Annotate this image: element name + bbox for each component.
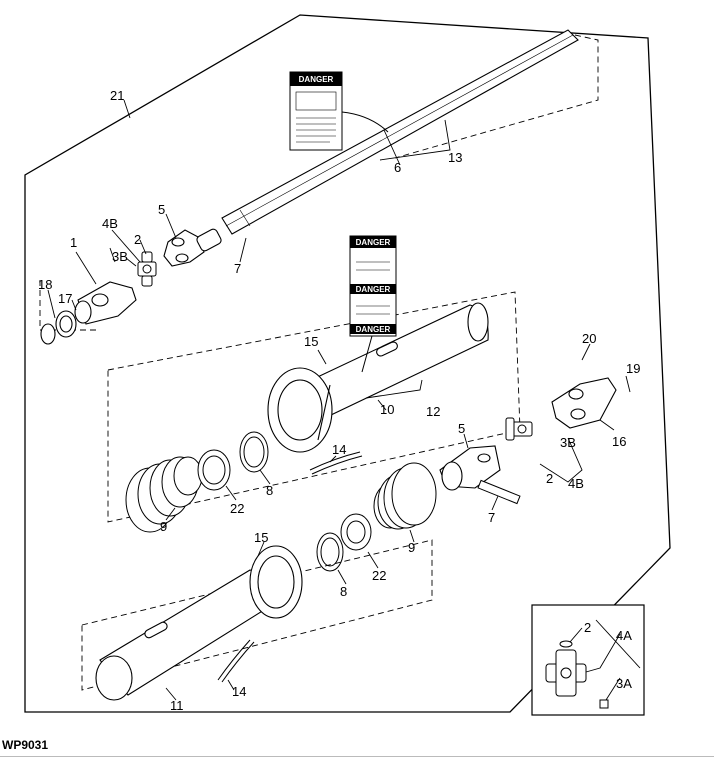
decal-heading: DANGER (356, 285, 391, 294)
danger-decal-shaft: DANGER (289, 71, 389, 151)
callout-1: 1 (70, 235, 77, 250)
leader-lines (47, 99, 641, 701)
callout-11: 11 (170, 698, 184, 713)
callout-8-bot: 8 (340, 584, 347, 599)
shaft-yoke-right (439, 445, 501, 491)
callout-22-top: 22 (230, 501, 244, 516)
bearing-ring-bottom (340, 513, 372, 551)
pin-7-right (477, 479, 521, 505)
callout-18: 18 (38, 277, 52, 292)
bearing-ring-top (197, 449, 231, 491)
callout-13: 13 (448, 150, 462, 165)
callout-22-bot: 22 (372, 568, 386, 583)
safety-chain-mid (309, 451, 363, 475)
decal-heading: DANGER (356, 325, 391, 334)
callout-15-bot: 15 (254, 530, 268, 545)
callout-3a: 3A (616, 676, 632, 691)
callout-14-mid: 14 (332, 442, 346, 457)
callout-5-mid: 5 (458, 421, 465, 436)
callout-9-bot: 9 (408, 540, 415, 555)
implement-yoke (551, 377, 617, 429)
yoke-group-outline (39, 280, 100, 331)
callout-15-top: 15 (304, 334, 318, 349)
safety-chain-bottom (217, 639, 255, 683)
callout-14-bot: 14 (232, 684, 246, 699)
shaft-yoke (163, 228, 222, 267)
callout-19: 19 (626, 361, 640, 376)
bottom-divider (0, 756, 714, 757)
inset-box (531, 604, 645, 716)
shaft-group-outline (394, 34, 599, 159)
bellows-top (125, 456, 203, 533)
decal-heading: DANGER (299, 75, 334, 84)
callout-2-inset: 2 (584, 620, 591, 635)
callout-21: 21 (110, 88, 124, 103)
assembly-outline (24, 14, 671, 713)
callout-12: 12 (426, 404, 440, 419)
clamp-top (239, 431, 269, 473)
cross-bearing-right (505, 417, 533, 441)
figure-code: WP9031 (2, 738, 49, 752)
tractor-yoke (40, 281, 137, 345)
callout-20: 20 (582, 331, 596, 346)
callout-6: 6 (394, 160, 401, 175)
callout-2-right: 2 (546, 471, 553, 486)
danger-decal-shield: DANGER DANGER DANGER (349, 235, 397, 373)
clamp-bottom (316, 532, 344, 572)
callout-3b-top: 3B (112, 249, 128, 264)
callout-8-top: 8 (266, 483, 273, 498)
callout-10: 10 (380, 402, 394, 417)
cross-bearing-top (137, 251, 157, 287)
callout-4a: 4A (616, 628, 632, 643)
callout-5-top: 5 (158, 202, 165, 217)
decal-heading: DANGER (356, 238, 391, 247)
callout-9-top: 9 (160, 519, 167, 534)
callout-3b-right: 3B (560, 435, 576, 450)
callout-16: 16 (612, 434, 626, 449)
bellows-bottom (373, 462, 437, 530)
callout-4b-right: 4B (568, 476, 584, 491)
inner-shield-group-outline (81, 539, 433, 691)
callout-4b-top: 4B (102, 216, 118, 231)
outer-shield-tube (267, 302, 489, 453)
callout-7-top: 7 (234, 261, 241, 276)
grease-fitting-inset (599, 699, 609, 709)
callout-2-top: 2 (134, 232, 141, 247)
cross-bearing-inset (545, 640, 587, 697)
callout-7-mid: 7 (488, 510, 495, 525)
inner-shield-tube (95, 545, 303, 701)
drive-shaft (221, 29, 579, 235)
callout-17: 17 (58, 291, 72, 306)
